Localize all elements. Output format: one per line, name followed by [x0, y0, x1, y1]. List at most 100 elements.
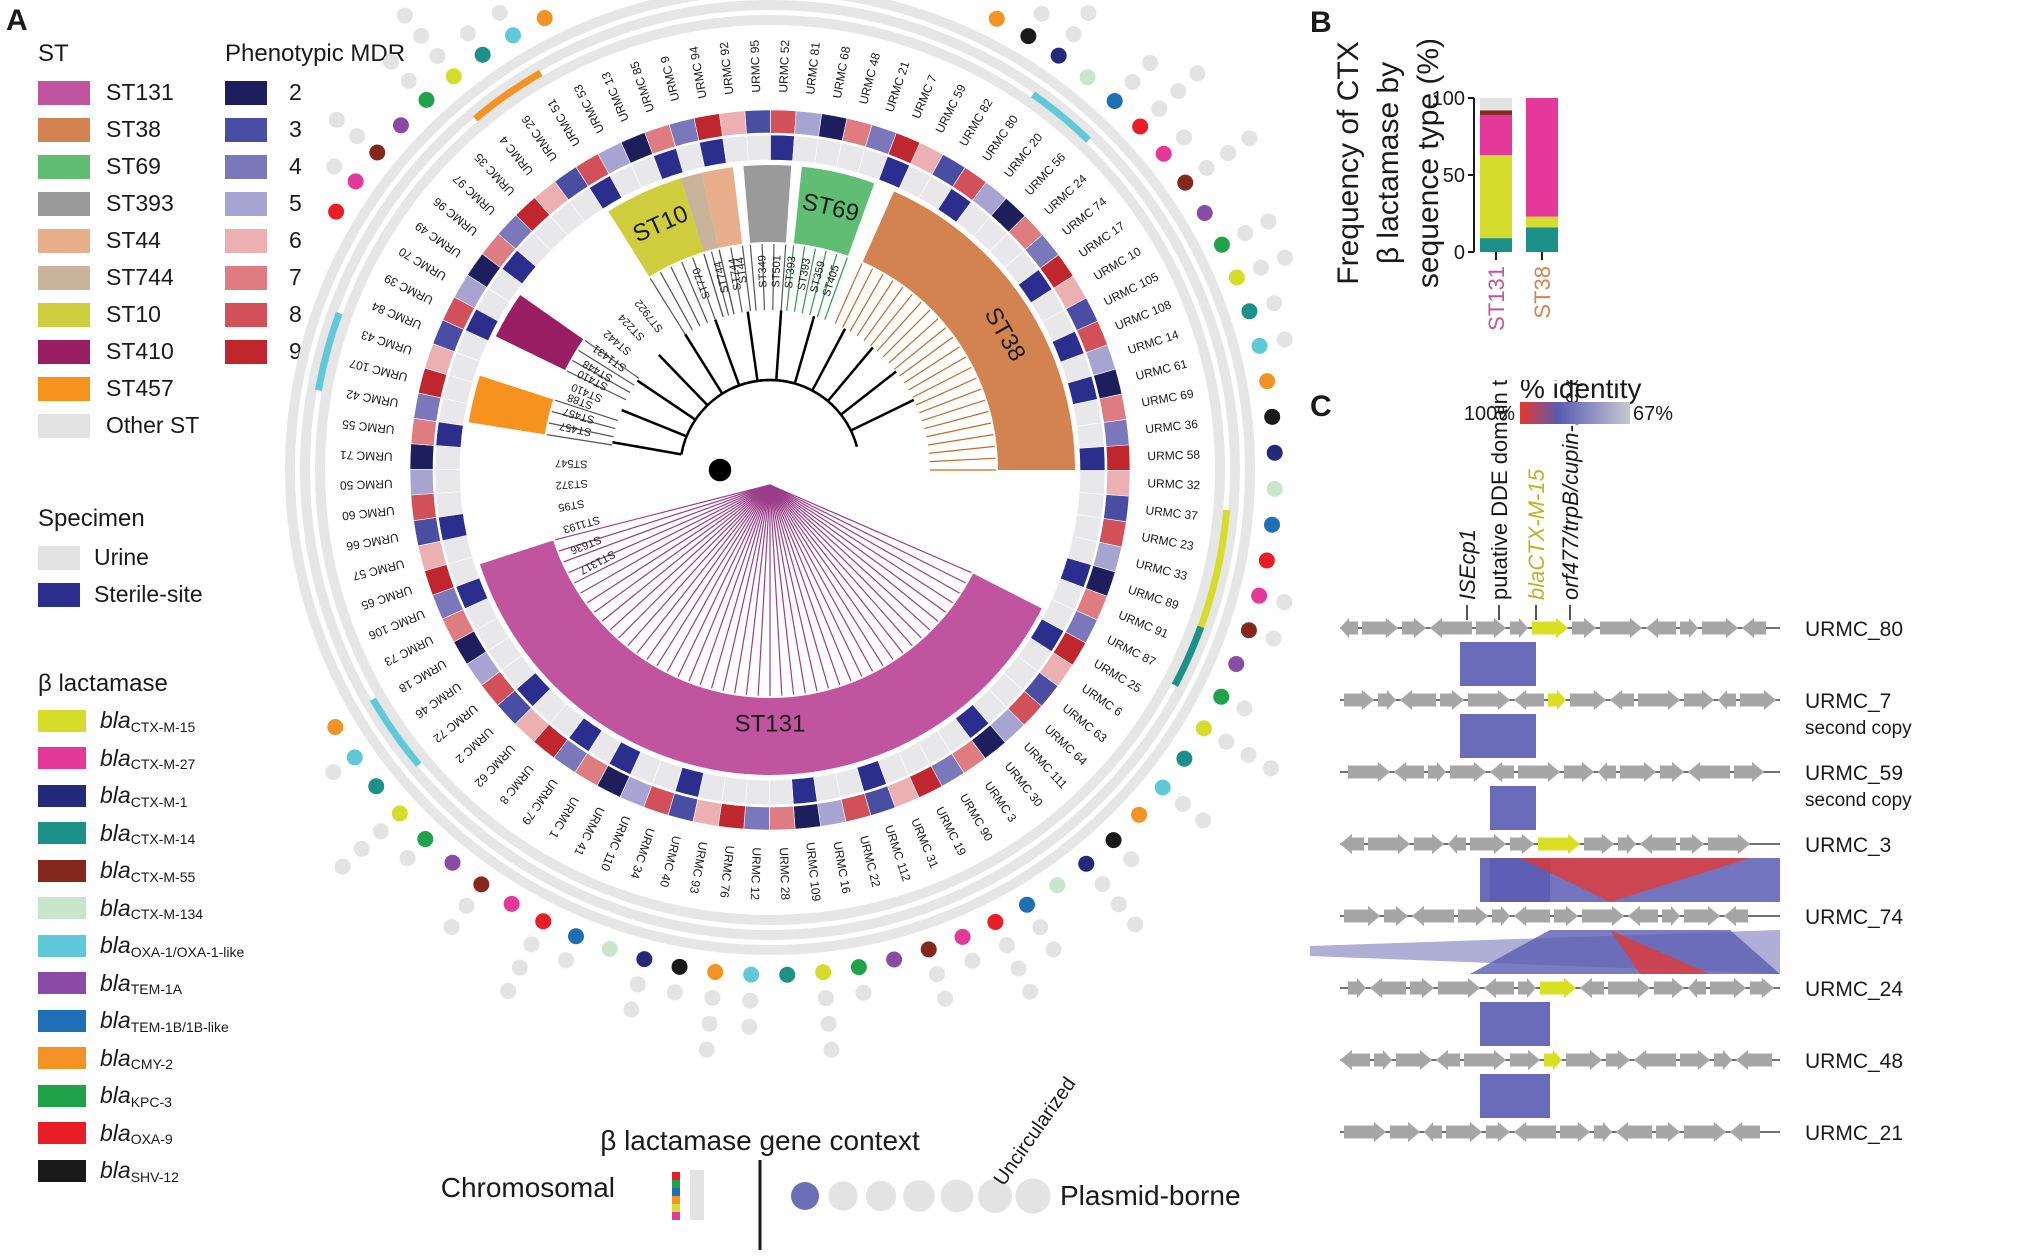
mdr-cell: [794, 110, 823, 137]
st744-clade: [680, 172, 719, 252]
gene-arrow: [1572, 618, 1596, 638]
plasmid-dot: [445, 68, 462, 85]
plasmid-dot: [399, 850, 416, 867]
chromosomal-band: [315, 311, 343, 391]
tree-branch: [793, 315, 816, 384]
gene-arrow: [1344, 906, 1380, 926]
beta-lactamase-subscript: SHV-12: [130, 1168, 179, 1185]
gene-arrow: [1400, 690, 1436, 710]
gene-arrow: [1560, 1122, 1590, 1142]
isolate-label: URMC 51: [544, 96, 583, 149]
mdr-legend-item: 5: [225, 185, 405, 222]
tree-leaf: [929, 457, 996, 463]
isolate-label: URMC 87: [1105, 633, 1159, 669]
mdr-cell: [693, 113, 723, 141]
plasmid-dot: [1131, 806, 1148, 823]
specimen-legend-label: Urine: [94, 544, 149, 570]
plasmid-dot: [855, 984, 872, 1001]
mdr-cell: [744, 109, 771, 135]
mdr-swatch: [225, 154, 267, 179]
tree-leaf: [899, 336, 954, 377]
gene-arrow: [1564, 762, 1594, 782]
gene-arrow: [1684, 1122, 1726, 1142]
isolate-label: URMC 48: [856, 51, 883, 106]
inner-st-label: ST547: [555, 457, 588, 470]
isolate-label: URMC 7: [909, 72, 940, 120]
tree-branch: [657, 354, 709, 407]
st-legend-label: ST410: [106, 338, 174, 364]
isolate-label: URMC 36: [1145, 417, 1199, 437]
plasmid-dot: [1213, 688, 1230, 705]
plasmid-dot: [1196, 205, 1213, 222]
gene-arrow: [1710, 978, 1746, 998]
mdr-cell: [409, 443, 435, 470]
tree-leaf: [769, 484, 954, 604]
plasmid-dot: [1170, 83, 1187, 100]
tree-leaf: [618, 484, 771, 639]
gene-arrow: [1662, 906, 1680, 926]
specimen-cell: [721, 776, 748, 805]
plasmid-dot: [349, 128, 366, 145]
tree-leaf: [927, 434, 994, 446]
gene-arrow: [1348, 978, 1366, 998]
plasmid-dot: [743, 966, 760, 983]
beta-lactamase-subscript: CTX-M-1: [130, 793, 188, 810]
tree-leaf: [627, 484, 771, 647]
plasmid-dot: [1276, 331, 1293, 348]
plasmid-dot: [1142, 54, 1159, 71]
tree-root: [708, 458, 732, 482]
gene-arrow: [1608, 978, 1650, 998]
isolate-label: URMC 94: [687, 45, 710, 100]
gene-arrow: [1594, 1122, 1612, 1142]
plasmid-dot: [1176, 750, 1193, 767]
plasmid-dot: [353, 840, 370, 857]
chromosomal-band: [1191, 509, 1231, 644]
gene-arrow: [1518, 978, 1536, 998]
beta-lactamase-swatch: [38, 1047, 86, 1070]
y-axis-title: Frequency of CTX: [1332, 41, 1365, 284]
plasmid-dot: [1045, 941, 1062, 958]
beta-lactamase-swatch: [38, 1159, 86, 1182]
plasmid-dot: [1264, 516, 1281, 533]
gene-arrow: [1638, 690, 1680, 710]
gene-arrow: [1734, 762, 1764, 782]
isolate-label: URMC 39: [382, 271, 436, 307]
gene-arrow: [1724, 906, 1748, 926]
plasmid-dot: [347, 173, 364, 190]
isolate-label: URMC 42: [345, 387, 400, 410]
isolate-label: URMC 92: [717, 41, 737, 95]
gene-arrow: [1634, 1050, 1676, 1070]
tree-leaf: [609, 484, 771, 631]
gene-arrow: [1470, 834, 1506, 854]
plasmid-dot: [741, 1018, 758, 1035]
gene-arrow: [1424, 1122, 1442, 1142]
plasmid-dot: [459, 25, 476, 42]
inner-st-label: ST636: [568, 533, 603, 556]
bar-segment: [1480, 154, 1512, 239]
tree-leaf: [903, 346, 960, 384]
isolate-label: URMC 53: [571, 82, 607, 136]
isolate-label: URMC 91: [1116, 608, 1170, 641]
plasmid-dot: [328, 111, 345, 128]
gene-arrow: [1646, 618, 1676, 638]
tree-leaf: [769, 484, 795, 695]
isolate-label: URMC 4: [496, 133, 536, 178]
mdr-cell: [410, 493, 437, 522]
st-legend-item: ST131: [38, 74, 199, 111]
st-legend-item: ST457: [38, 370, 199, 407]
tree-leaf: [659, 272, 693, 331]
tree-leaf: [849, 273, 884, 332]
mdr-cell: [1105, 444, 1131, 471]
gene-arrow: [1740, 690, 1776, 710]
isolate-label: URMC 16: [830, 840, 853, 895]
tree-leaf: [584, 339, 640, 379]
gene-arrow: [1486, 1122, 1510, 1142]
plasmid-dot: [1105, 832, 1122, 849]
gene-arrow: [1412, 906, 1454, 926]
isolate-label: URMC 21: [882, 59, 912, 114]
gene-arrow: [1684, 906, 1720, 926]
